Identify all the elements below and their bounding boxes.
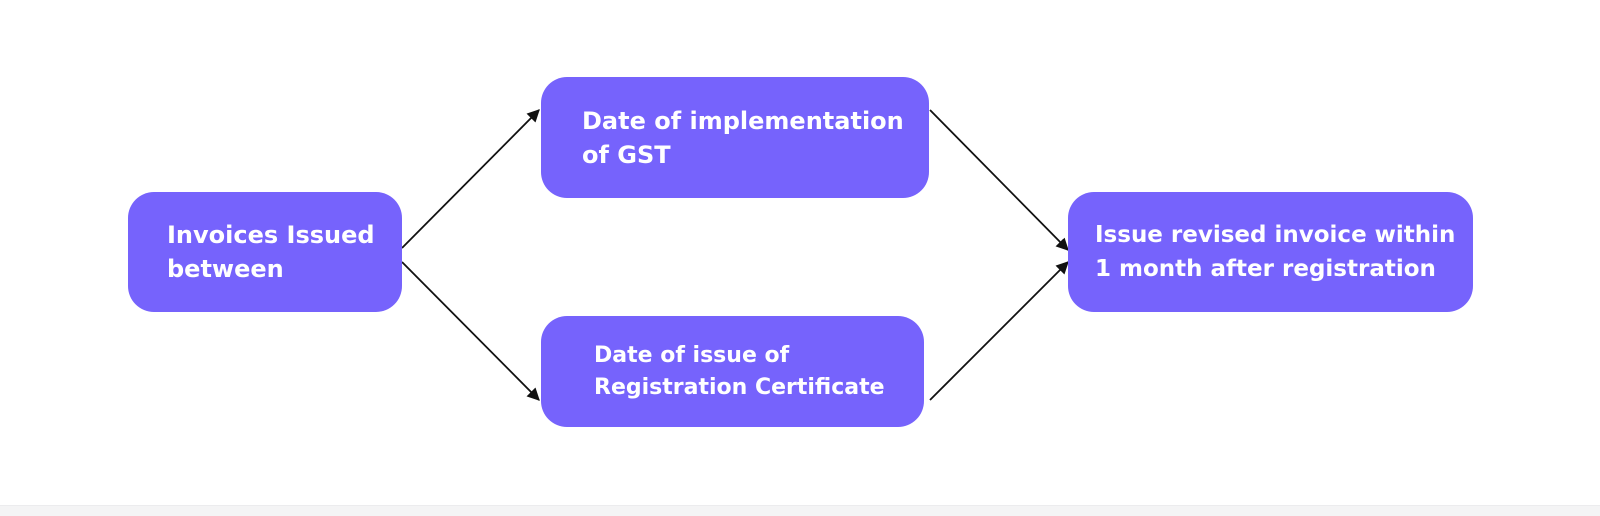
node-issue-revised-invoice-label: Issue revised invoice within 1 month aft… — [1095, 222, 1456, 282]
node-date-of-implementation-of-gst: Date of implementation of GST — [541, 77, 929, 198]
node-date-of-issue-of-registration-certificate-label: Date of issue of Registration Certificat… — [594, 342, 885, 400]
arrow-gst-date-to-result — [929, 109, 1069, 251]
node-date-of-implementation-of-gst-label: Date of implementation of GST — [582, 106, 904, 169]
arrow-start-to-registration-date — [401, 261, 540, 401]
node-invoices-issued-between-label: Invoices Issued between — [167, 221, 375, 283]
arrow-registration-date-to-result — [929, 261, 1069, 401]
node-date-of-issue-of-registration-certificate: Date of issue of Registration Certificat… — [541, 316, 924, 427]
arrow-start-to-gst-date — [401, 109, 540, 249]
node-invoices-issued-between: Invoices Issued between — [128, 192, 402, 312]
bottom-divider-band — [0, 505, 1600, 516]
node-issue-revised-invoice: Issue revised invoice within 1 month aft… — [1068, 192, 1473, 312]
